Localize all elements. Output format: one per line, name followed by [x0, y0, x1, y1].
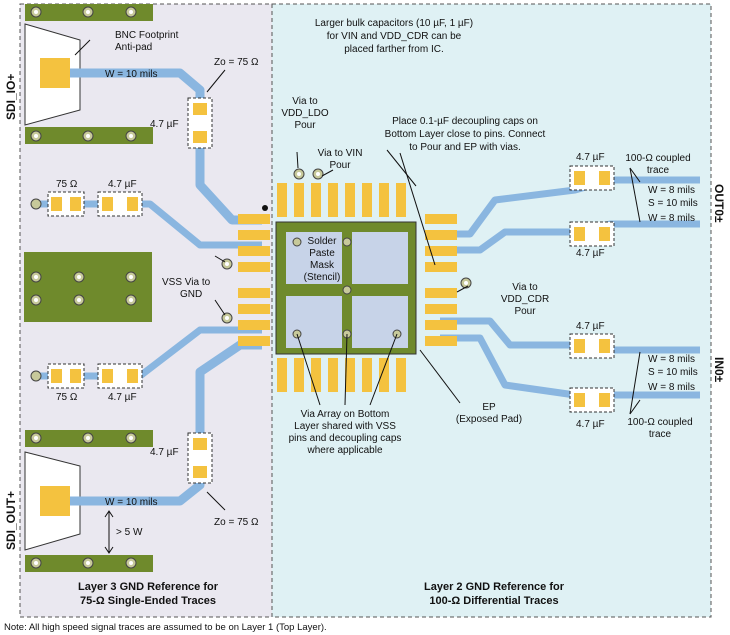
label-cap-top: 4.7 µF: [150, 119, 179, 130]
label-out-cap-top: 4.7 µF: [576, 152, 605, 163]
passives: [40, 58, 615, 516]
label-in-cap-top: 4.7 µF: [576, 321, 605, 332]
trace-left-top: [40, 200, 262, 249]
side-in0: IN0±: [712, 357, 726, 383]
label-in-cap-bot: 4.7 µF: [576, 419, 605, 430]
label-w-top: W = 10 mils: [105, 69, 158, 80]
label-zo-bot: Zo = 75 Ω: [214, 517, 259, 528]
label-out-w1: W = 8 mils: [648, 185, 695, 196]
label-w-bot: W = 10 mils: [105, 497, 158, 508]
trace-out0-p: [440, 176, 700, 238]
label-out-cap-bot: 4.7 µF: [576, 248, 605, 259]
label-ep: EP(Exposed Pad): [456, 402, 522, 425]
side-out0: OUT0±: [712, 184, 726, 223]
label-bulk-caps: Larger bulk capacitors (10 µF, 1 µF)for …: [315, 18, 473, 55]
label-in-w2: W = 8 mils: [648, 382, 695, 393]
label-zo-top: Zo = 75 Ω: [214, 57, 259, 68]
trace-left-bottom: [40, 326, 262, 380]
trace-in0-p: [440, 317, 700, 354]
label-r-left-bot: 75 Ω: [56, 392, 78, 403]
leader-lines: [74, 39, 641, 554]
label-out-s: S = 10 mils: [648, 198, 698, 209]
label-cap-bot: 4.7 µF: [150, 447, 179, 458]
label-cap-left-top: 4.7 µF: [108, 179, 137, 190]
label-r-left-top: 75 Ω: [56, 179, 78, 190]
label-cap-left-bot: 4.7 µF: [108, 392, 137, 403]
label-in-w1: W = 8 mils: [648, 354, 695, 365]
side-sdi-out: SDI_OUT+: [4, 491, 18, 550]
ic-footprint: [30, 168, 472, 392]
trace-in0-n: [440, 334, 700, 399]
ground-block: [24, 252, 152, 322]
label-in-s: S = 10 mils: [648, 367, 698, 378]
label-out-w2: W = 8 mils: [648, 213, 695, 224]
footnote: Note: All high speed signal traces are a…: [4, 622, 327, 633]
side-sdi-io: SDI_IO+: [4, 74, 18, 120]
label-gt5w: > 5 W: [116, 527, 143, 538]
trace-out0-n: [440, 220, 700, 254]
